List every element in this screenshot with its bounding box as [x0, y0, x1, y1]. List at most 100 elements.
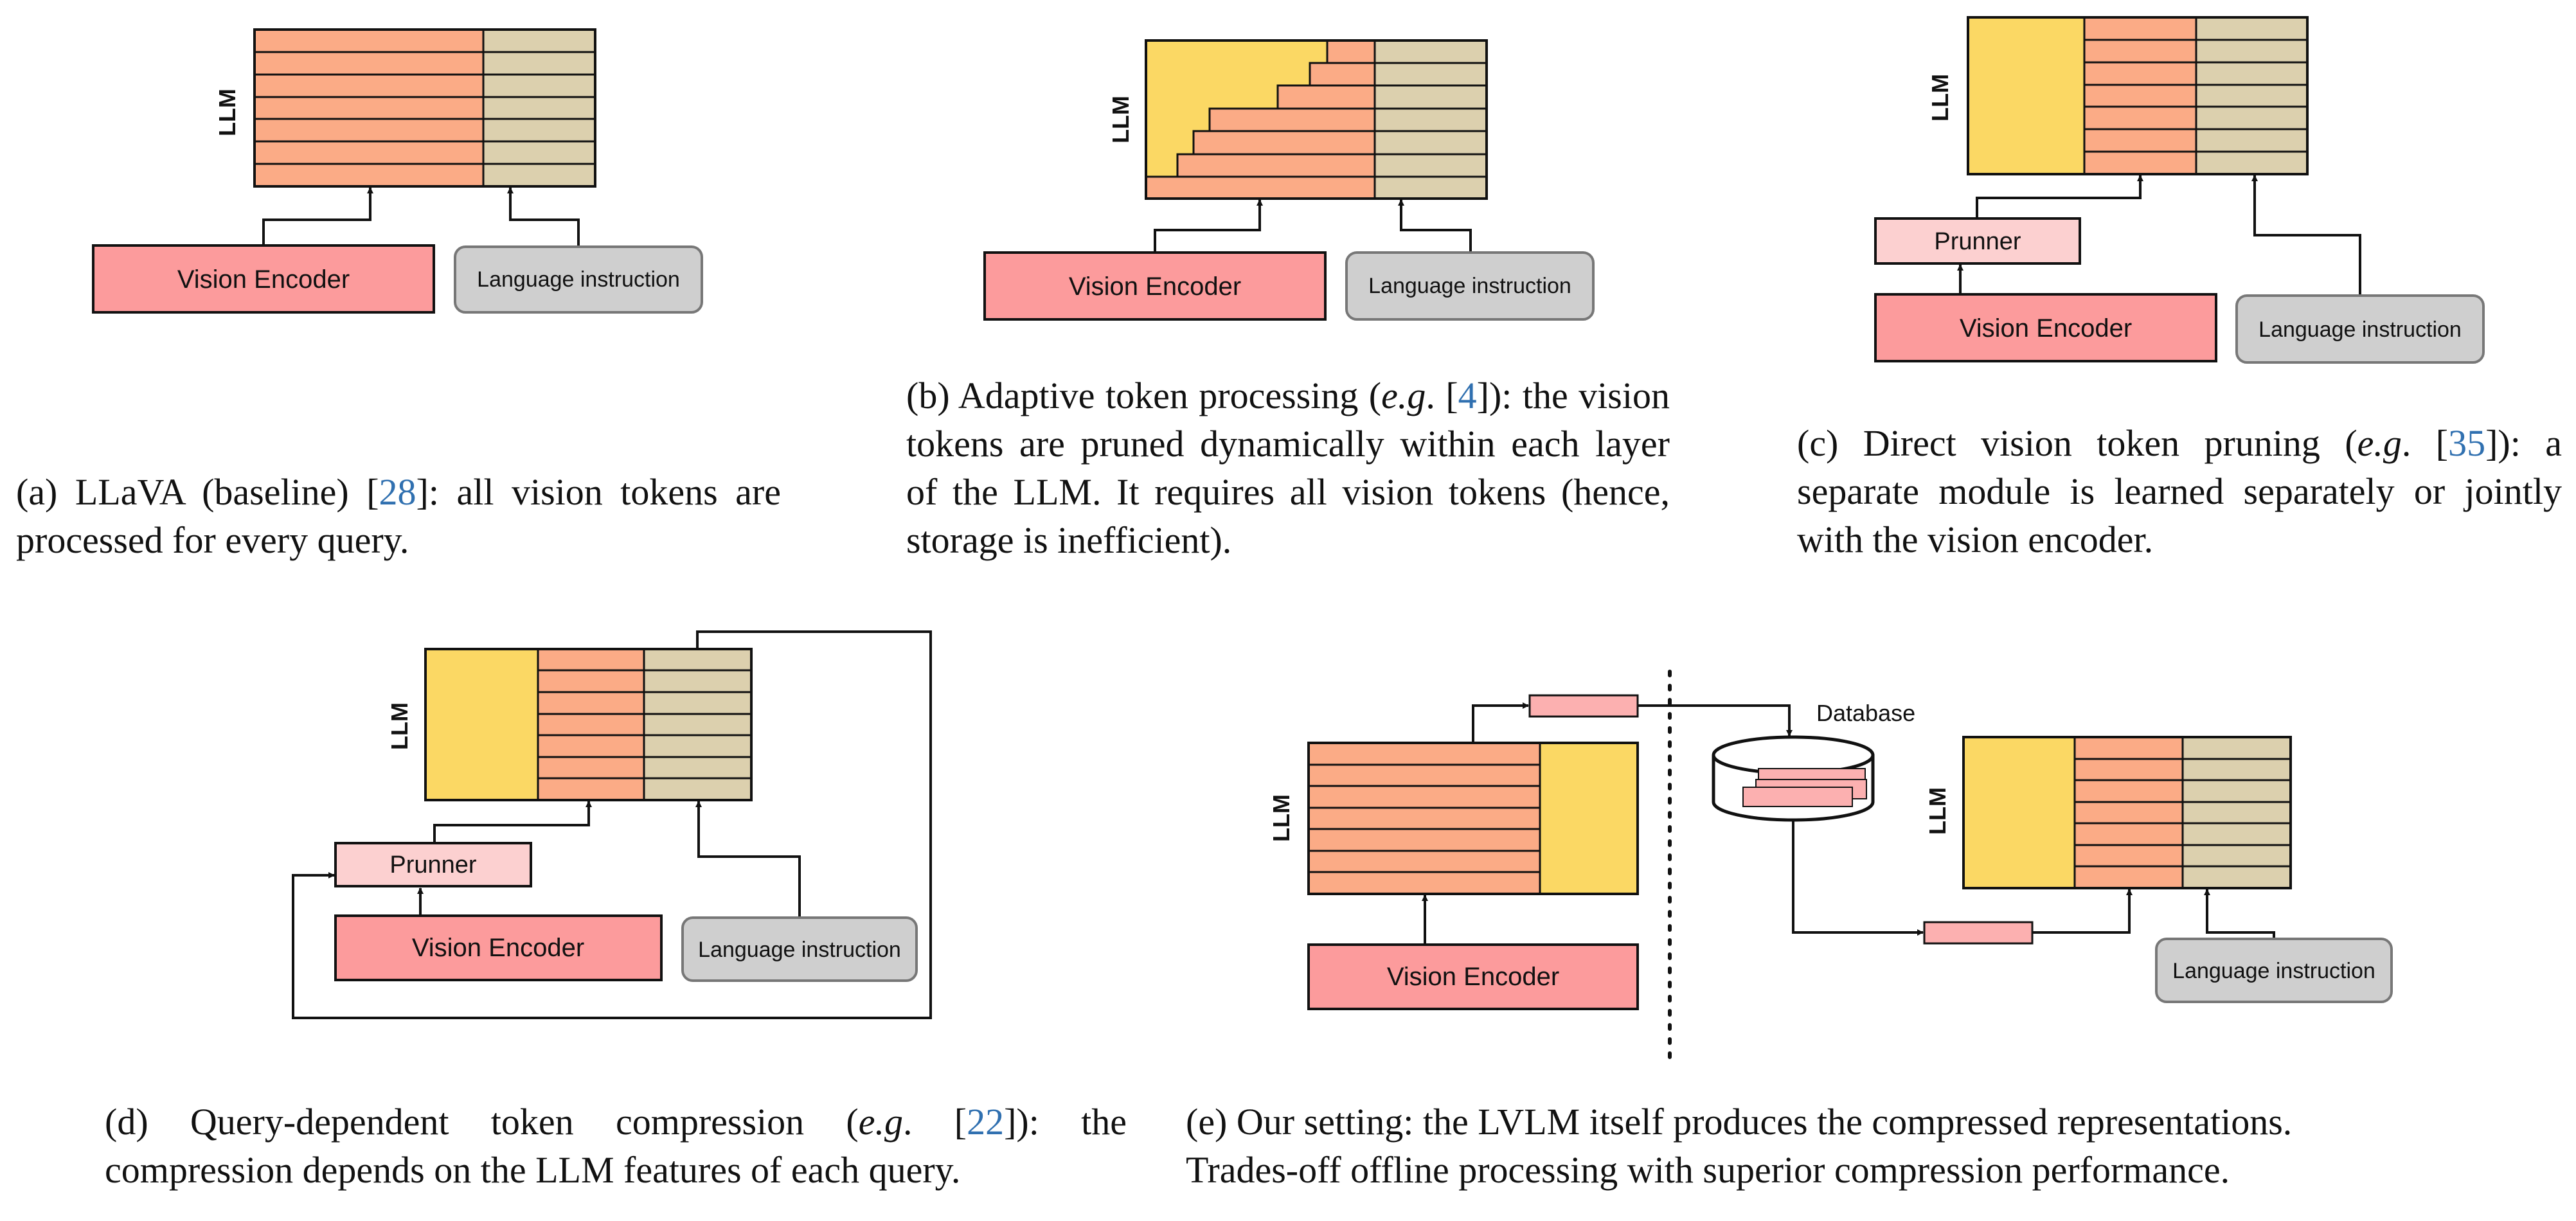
token-row-lines: [2073, 737, 2291, 888]
llm-outline: [1962, 736, 2292, 889]
vision-encoder-box: [334, 914, 663, 981]
llm-block-e-offline: LLM: [1268, 742, 1639, 895]
caption-line: Trades-off offline processing with super…: [1186, 1149, 2230, 1191]
arrow-database-to-llm: [1792, 820, 1924, 936]
vision-token-column: [1309, 743, 1540, 894]
caption-text: ]): a separate module is learned separat…: [1797, 422, 2562, 560]
language-instruction-box: [2235, 294, 2485, 364]
llm-label: LLM: [1927, 74, 1953, 121]
panel-c: LLM Prunner Vision Encoder Language inst…: [1874, 16, 2485, 364]
caption-text: e.g: [1381, 375, 1426, 416]
llm-label: LLM: [1268, 794, 1294, 842]
caption-c: (c) Direct vision token pruning (e.g. [3…: [1797, 419, 2562, 564]
caption-text: . [: [2401, 422, 2449, 464]
arrow-encoder-to-llm: [262, 187, 373, 245]
llm-outline: [1967, 16, 2309, 175]
arrow-language-to-llm: [2204, 889, 2275, 939]
arrow-compressed-to-llm: [2032, 889, 2133, 934]
llm-label: LLM: [1924, 787, 1951, 835]
arrow-to-database: [1638, 704, 1793, 736]
caption-d: (d) Query-dependent token compression (e…: [105, 1098, 1127, 1194]
llm-block-a: LLM: [214, 28, 596, 188]
prunner-box: [334, 842, 532, 887]
language-instruction-box: [1345, 251, 1595, 321]
caption-text: . [: [1426, 375, 1458, 416]
arrow-language-to-llm: [2251, 175, 2361, 296]
language-instruction-label: Language instruction: [698, 938, 901, 962]
prunner-box: [1874, 217, 2081, 265]
feedback-loop: [292, 630, 932, 1019]
arrow-prunner-to-llm: [1976, 175, 2143, 218]
panel-e: LLM Vision Encoder Database: [1268, 670, 2393, 1059]
caption-text: (a) LLaVA (baseline) [: [16, 471, 379, 513]
vision-encoder-box: [92, 244, 435, 314]
vision-token-column: [2084, 17, 2196, 174]
llm-outline: [253, 28, 596, 188]
panel-d: LLM Prunner Vision Encoder Language inst…: [292, 630, 932, 1019]
database-label: Database: [1816, 700, 1915, 726]
caption-a: (a) LLaVA (baseline) [28]: all vision to…: [16, 468, 781, 564]
vision-encoder-label: Vision Encoder: [1069, 272, 1241, 301]
token-row-lines: [1146, 40, 1487, 199]
pruned-area: [1968, 17, 2084, 174]
caption-b: (b) Adaptive token processing (e.g. [4])…: [906, 371, 1670, 564]
vision-encoder-box: [1307, 943, 1639, 1010]
llm-label: LLM: [386, 702, 413, 750]
vision-encoder-label: Vision Encoder: [1387, 963, 1559, 991]
text-token-column: [644, 649, 751, 800]
token-row-lines: [1309, 743, 1541, 894]
arrow-language-to-llm: [695, 801, 801, 918]
caption-text: ]): the vision tokens are pruned dynamic…: [906, 375, 1670, 561]
citation-link[interactable]: 35: [2448, 422, 2486, 464]
pruned-area: [1963, 737, 2075, 888]
vision-encoder-label: Vision Encoder: [1960, 314, 2132, 343]
vision-token-column: [2075, 737, 2183, 888]
pruned-area: [1540, 743, 1638, 894]
vision-encoder-box: [1874, 293, 2217, 362]
caption-e: (e) Our setting: the LVLM itself produce…: [1186, 1098, 2491, 1194]
citation-link[interactable]: 22: [967, 1101, 1005, 1143]
vision-token-staircase: [1146, 40, 1375, 199]
caption-text: (c) Direct vision token pruning (: [1797, 422, 2357, 464]
language-instruction-label: Language instruction: [2172, 959, 2375, 983]
pruned-area: [425, 649, 538, 800]
language-instruction-box: [454, 245, 703, 314]
caption-text: . [: [902, 1101, 967, 1143]
arrow-encoder-to-llm: [1154, 199, 1263, 253]
text-token-column: [2196, 17, 2307, 174]
token-row-lines: [255, 30, 595, 186]
vision-token-column: [538, 649, 644, 800]
caption-text: (b) Adaptive token processing (: [906, 375, 1382, 416]
llm-block-b: LLM: [1107, 39, 1488, 200]
llm-block-d: LLM: [386, 648, 753, 801]
caption-line: (e) Our setting: the LVLM itself produce…: [1186, 1101, 2293, 1143]
vision-token-column: [255, 30, 483, 186]
panel-b: LLM Vision Encoder Language instruction: [983, 39, 1595, 321]
language-instruction-box: [2155, 938, 2393, 1003]
language-instruction-label: Language instruction: [2258, 317, 2462, 342]
arrow-language-to-llm: [1398, 199, 1472, 253]
citation-link[interactable]: 4: [1458, 375, 1477, 416]
compressed-token-in: [1923, 921, 2034, 945]
token-row-lines: [537, 649, 751, 800]
llm-label: LLM: [214, 89, 240, 136]
text-token-column: [2183, 737, 2291, 888]
citation-link[interactable]: 28: [379, 471, 416, 513]
prunner-label: Prunner: [389, 851, 477, 878]
arrow-prunner-to-llm: [433, 801, 592, 843]
language-instruction-box: [681, 916, 918, 982]
caption-text: ]: all vision tokens are processed for e…: [16, 471, 781, 561]
caption-text: ]): the compression depends on the LLM f…: [105, 1101, 1127, 1191]
arrow-llm-to-compressed: [1472, 702, 1529, 743]
language-instruction-label: Language instruction: [477, 267, 680, 292]
panel-a: LLM Vision Encoder Language instruction: [92, 28, 703, 314]
database-icon: [1712, 735, 1875, 822]
caption-text: e.g: [2357, 422, 2402, 464]
llm-outline: [424, 648, 753, 801]
arrow-language-to-llm: [507, 187, 580, 247]
language-instruction-label: Language instruction: [1368, 274, 1571, 298]
vision-encoder-box: [983, 251, 1327, 321]
caption-text: (d) Query-dependent token compression (: [105, 1101, 859, 1143]
llm-block-e-online: LLM: [1924, 736, 2292, 889]
